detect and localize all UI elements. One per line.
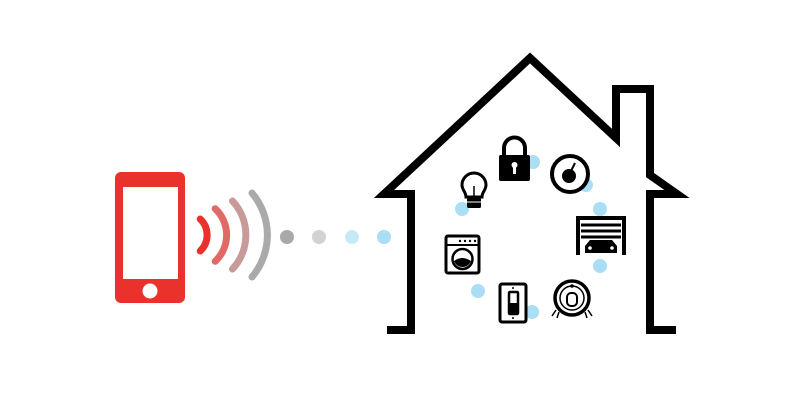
thermostat-pointer	[570, 162, 576, 172]
lock-shackle	[502, 135, 527, 156]
thermostat-dial	[562, 169, 576, 183]
vacuum-sensor	[566, 292, 578, 307]
house-left-wall	[373, 52, 690, 334]
vacuum-button	[570, 284, 574, 288]
garage-door-icon	[576, 216, 626, 255]
switch-screw	[512, 287, 514, 289]
signal-wave-1	[196, 215, 211, 255]
light-bulb-icon	[460, 171, 488, 208]
washer-water	[454, 258, 471, 268]
thermostat-icon	[550, 154, 590, 194]
network-dot	[455, 202, 469, 216]
switch-screw	[512, 317, 514, 319]
transmission-dot	[312, 230, 326, 244]
switch-toggle-fill	[510, 303, 517, 313]
wifi-signal-icon	[196, 189, 271, 281]
washer-button	[463, 239, 467, 243]
car-headlight	[610, 246, 614, 250]
transmission-dots	[280, 230, 391, 244]
network-dot	[525, 305, 539, 319]
house-outline-icon	[373, 52, 690, 334]
washer-button	[468, 239, 472, 243]
car-headlight	[588, 246, 592, 250]
vacuum-brush	[551, 309, 593, 319]
garage-frame	[576, 216, 626, 255]
bulb-glass	[460, 171, 488, 199]
network-dot	[593, 259, 607, 273]
network-dot	[593, 202, 607, 216]
transmission-dot	[345, 230, 359, 244]
signal-wave-3	[229, 197, 250, 273]
light-switch-icon	[498, 282, 528, 324]
signal-wave-4	[248, 189, 271, 281]
robot-vacuum-icon	[551, 279, 593, 319]
signal-wave-2	[211, 205, 231, 265]
smartphone-icon	[115, 172, 185, 303]
transmission-dot	[377, 230, 391, 244]
washer-button	[458, 239, 462, 243]
network-dot	[471, 284, 485, 298]
phone-home-button	[142, 283, 158, 299]
washer-button	[473, 239, 477, 243]
car-body	[585, 240, 617, 253]
smart-lock-icon	[499, 135, 530, 181]
bulb-base	[467, 198, 481, 208]
washing-machine-icon	[444, 234, 481, 275]
transmission-dot	[280, 230, 294, 244]
phone-screen	[123, 187, 178, 279]
lock-keyhole-slot	[513, 166, 516, 174]
